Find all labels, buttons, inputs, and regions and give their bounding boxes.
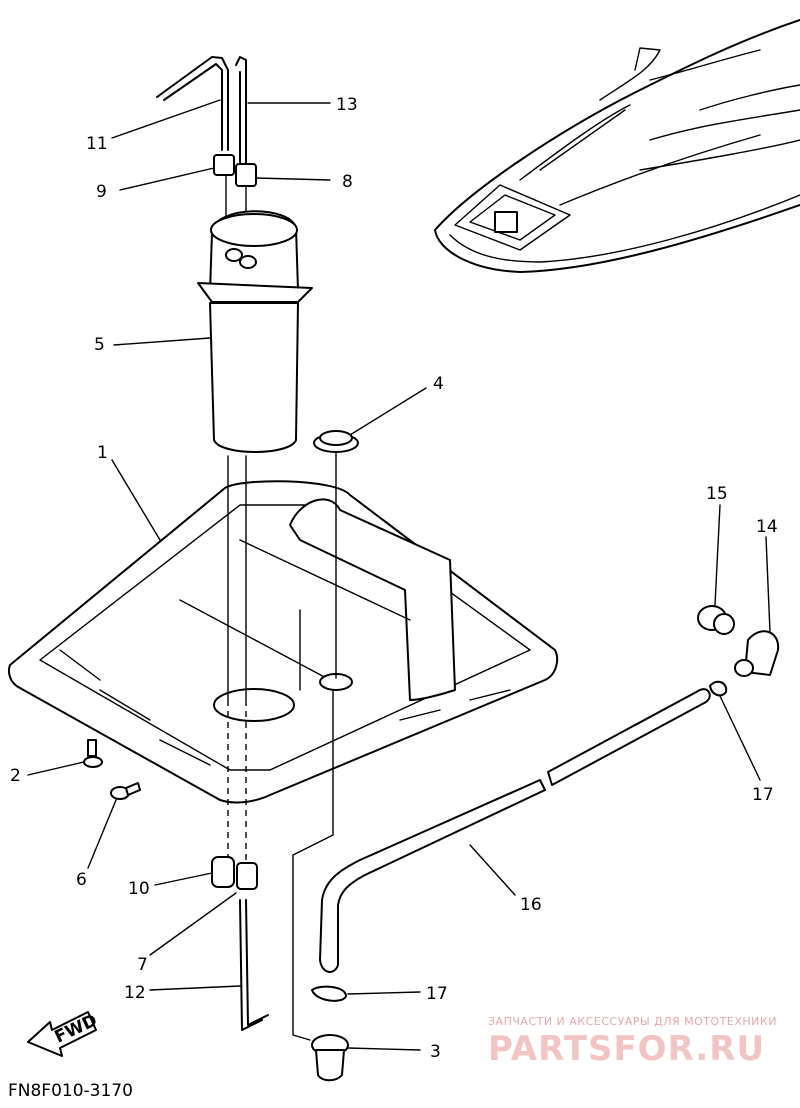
- hose-cap-10: [211, 856, 235, 888]
- callout-17-upper: 17: [752, 785, 774, 805]
- callout-10: 10: [128, 879, 150, 899]
- callout-5: 5: [94, 335, 105, 355]
- hose-cap-7: [236, 862, 258, 890]
- callout-1: 1: [97, 443, 108, 463]
- leader-lines: [27, 99, 771, 1051]
- diagram-code: FN8F010-3170: [8, 1081, 133, 1101]
- cap-part-15: [697, 605, 735, 635]
- callout-16: 16: [520, 895, 542, 915]
- callout-17-lower: 17: [426, 984, 448, 1004]
- callout-14: 14: [756, 517, 778, 537]
- elbow-part-14: [734, 630, 780, 677]
- callout-11: 11: [86, 134, 108, 154]
- callout-9: 9: [96, 182, 107, 202]
- grommet-part-4: [313, 430, 359, 453]
- fwd-arrow-icon: FWD: [27, 1011, 101, 1057]
- callout-2: 2: [10, 766, 21, 786]
- callout-6: 6: [76, 870, 87, 890]
- hose-part-16: [319, 688, 711, 973]
- callout-15: 15: [706, 484, 728, 504]
- canister-part-5: [197, 210, 313, 453]
- watercraft-hull-illustration: [434, 19, 800, 273]
- hose-cap-9: [213, 154, 235, 176]
- callout-13: 13: [336, 95, 358, 115]
- screw-part-2: [83, 739, 103, 768]
- callout-3: 3: [430, 1042, 441, 1062]
- fitting-part-3: [311, 1034, 349, 1082]
- callout-12: 12: [124, 983, 146, 1003]
- screw-part-6: [110, 782, 141, 800]
- hose-cap-8: [235, 163, 257, 187]
- callout-8: 8: [342, 172, 353, 192]
- hull-hatch-box: [494, 211, 518, 233]
- clamp-part-17-lower: [311, 985, 347, 1002]
- callout-4: 4: [433, 374, 444, 394]
- watermark-brand: PARTSFOR.RU: [488, 1029, 765, 1069]
- tray-part-1: [8, 480, 559, 804]
- clamp-part-17-upper: [709, 680, 728, 697]
- vent-hoses: [156, 56, 247, 166]
- watermark-tagline: ЗАПЧАСТИ И АКСЕССУАРЫ ДЛЯ МОТОТЕХНИКИ: [488, 1015, 777, 1028]
- drain-hose-12: [239, 899, 269, 1031]
- fwd-label: FWD: [52, 1011, 101, 1048]
- callout-7: 7: [137, 955, 148, 975]
